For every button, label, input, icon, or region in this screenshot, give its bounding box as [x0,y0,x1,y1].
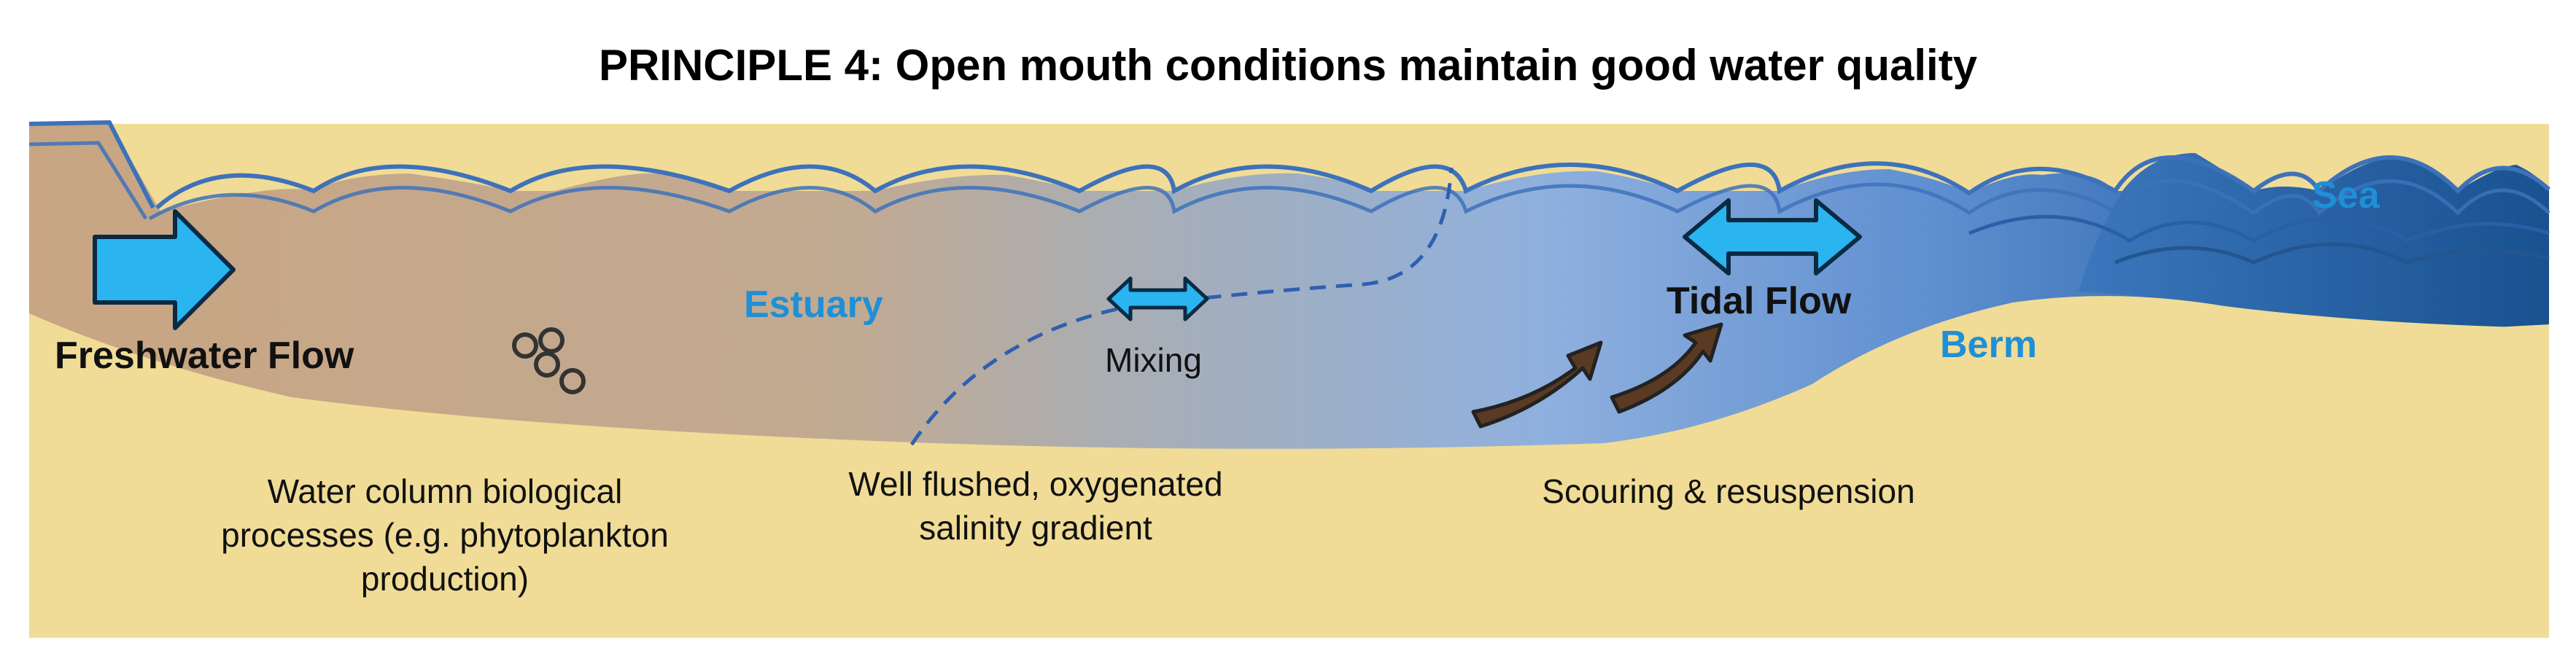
tidal-flow-label: Tidal Flow [1667,280,1852,322]
sea-wave-line-2 [2114,242,2550,265]
svg-text:processes (e.g. phytoplankton: processes (e.g. phytoplankton [221,516,669,554]
scour-arrow-icon [1471,340,1603,429]
double-arrow-icon [1106,276,1209,321]
berm-mound [1809,296,2549,638]
wave-line-lower [28,141,2550,221]
sea-water [2079,153,2549,328]
scouring-process-text: Scouring & resuspension [1542,472,1914,510]
mixing-label: Mixing [1105,341,1202,379]
scour-arrow-icon-2 [1610,322,1723,414]
sea-label: Sea [2312,174,2381,216]
tidal-double-arrow-icon [1683,198,1862,276]
biological-process-text: Water column biological processes (e.g. … [221,472,669,598]
svg-text:Scouring & resuspension: Scouring & resuspension [1542,472,1914,510]
berm-label: Berm [1940,324,2037,366]
svg-text:salinity gradient: salinity gradient [919,509,1152,547]
sea-wave-line [1968,214,2550,243]
flow-arrow-icon [93,209,236,330]
salinity-gradient-line [909,167,1454,446]
svg-text:Well flushed, oxygenated: Well flushed, oxygenated [848,465,1222,503]
particles-icon [512,327,586,394]
estuary-label: Estuary [744,284,883,326]
freshwater-flow-label: Freshwater Flow [55,335,354,377]
estuary-water [29,122,2549,449]
svg-text:Water column biological: Water column biological [268,472,623,510]
svg-text:production): production) [361,560,529,598]
flushed-process-text: Well flushed, oxygenated salinity gradie… [848,465,1222,547]
diagram-title: PRINCIPLE 4: Open mouth conditions maint… [599,41,1978,90]
